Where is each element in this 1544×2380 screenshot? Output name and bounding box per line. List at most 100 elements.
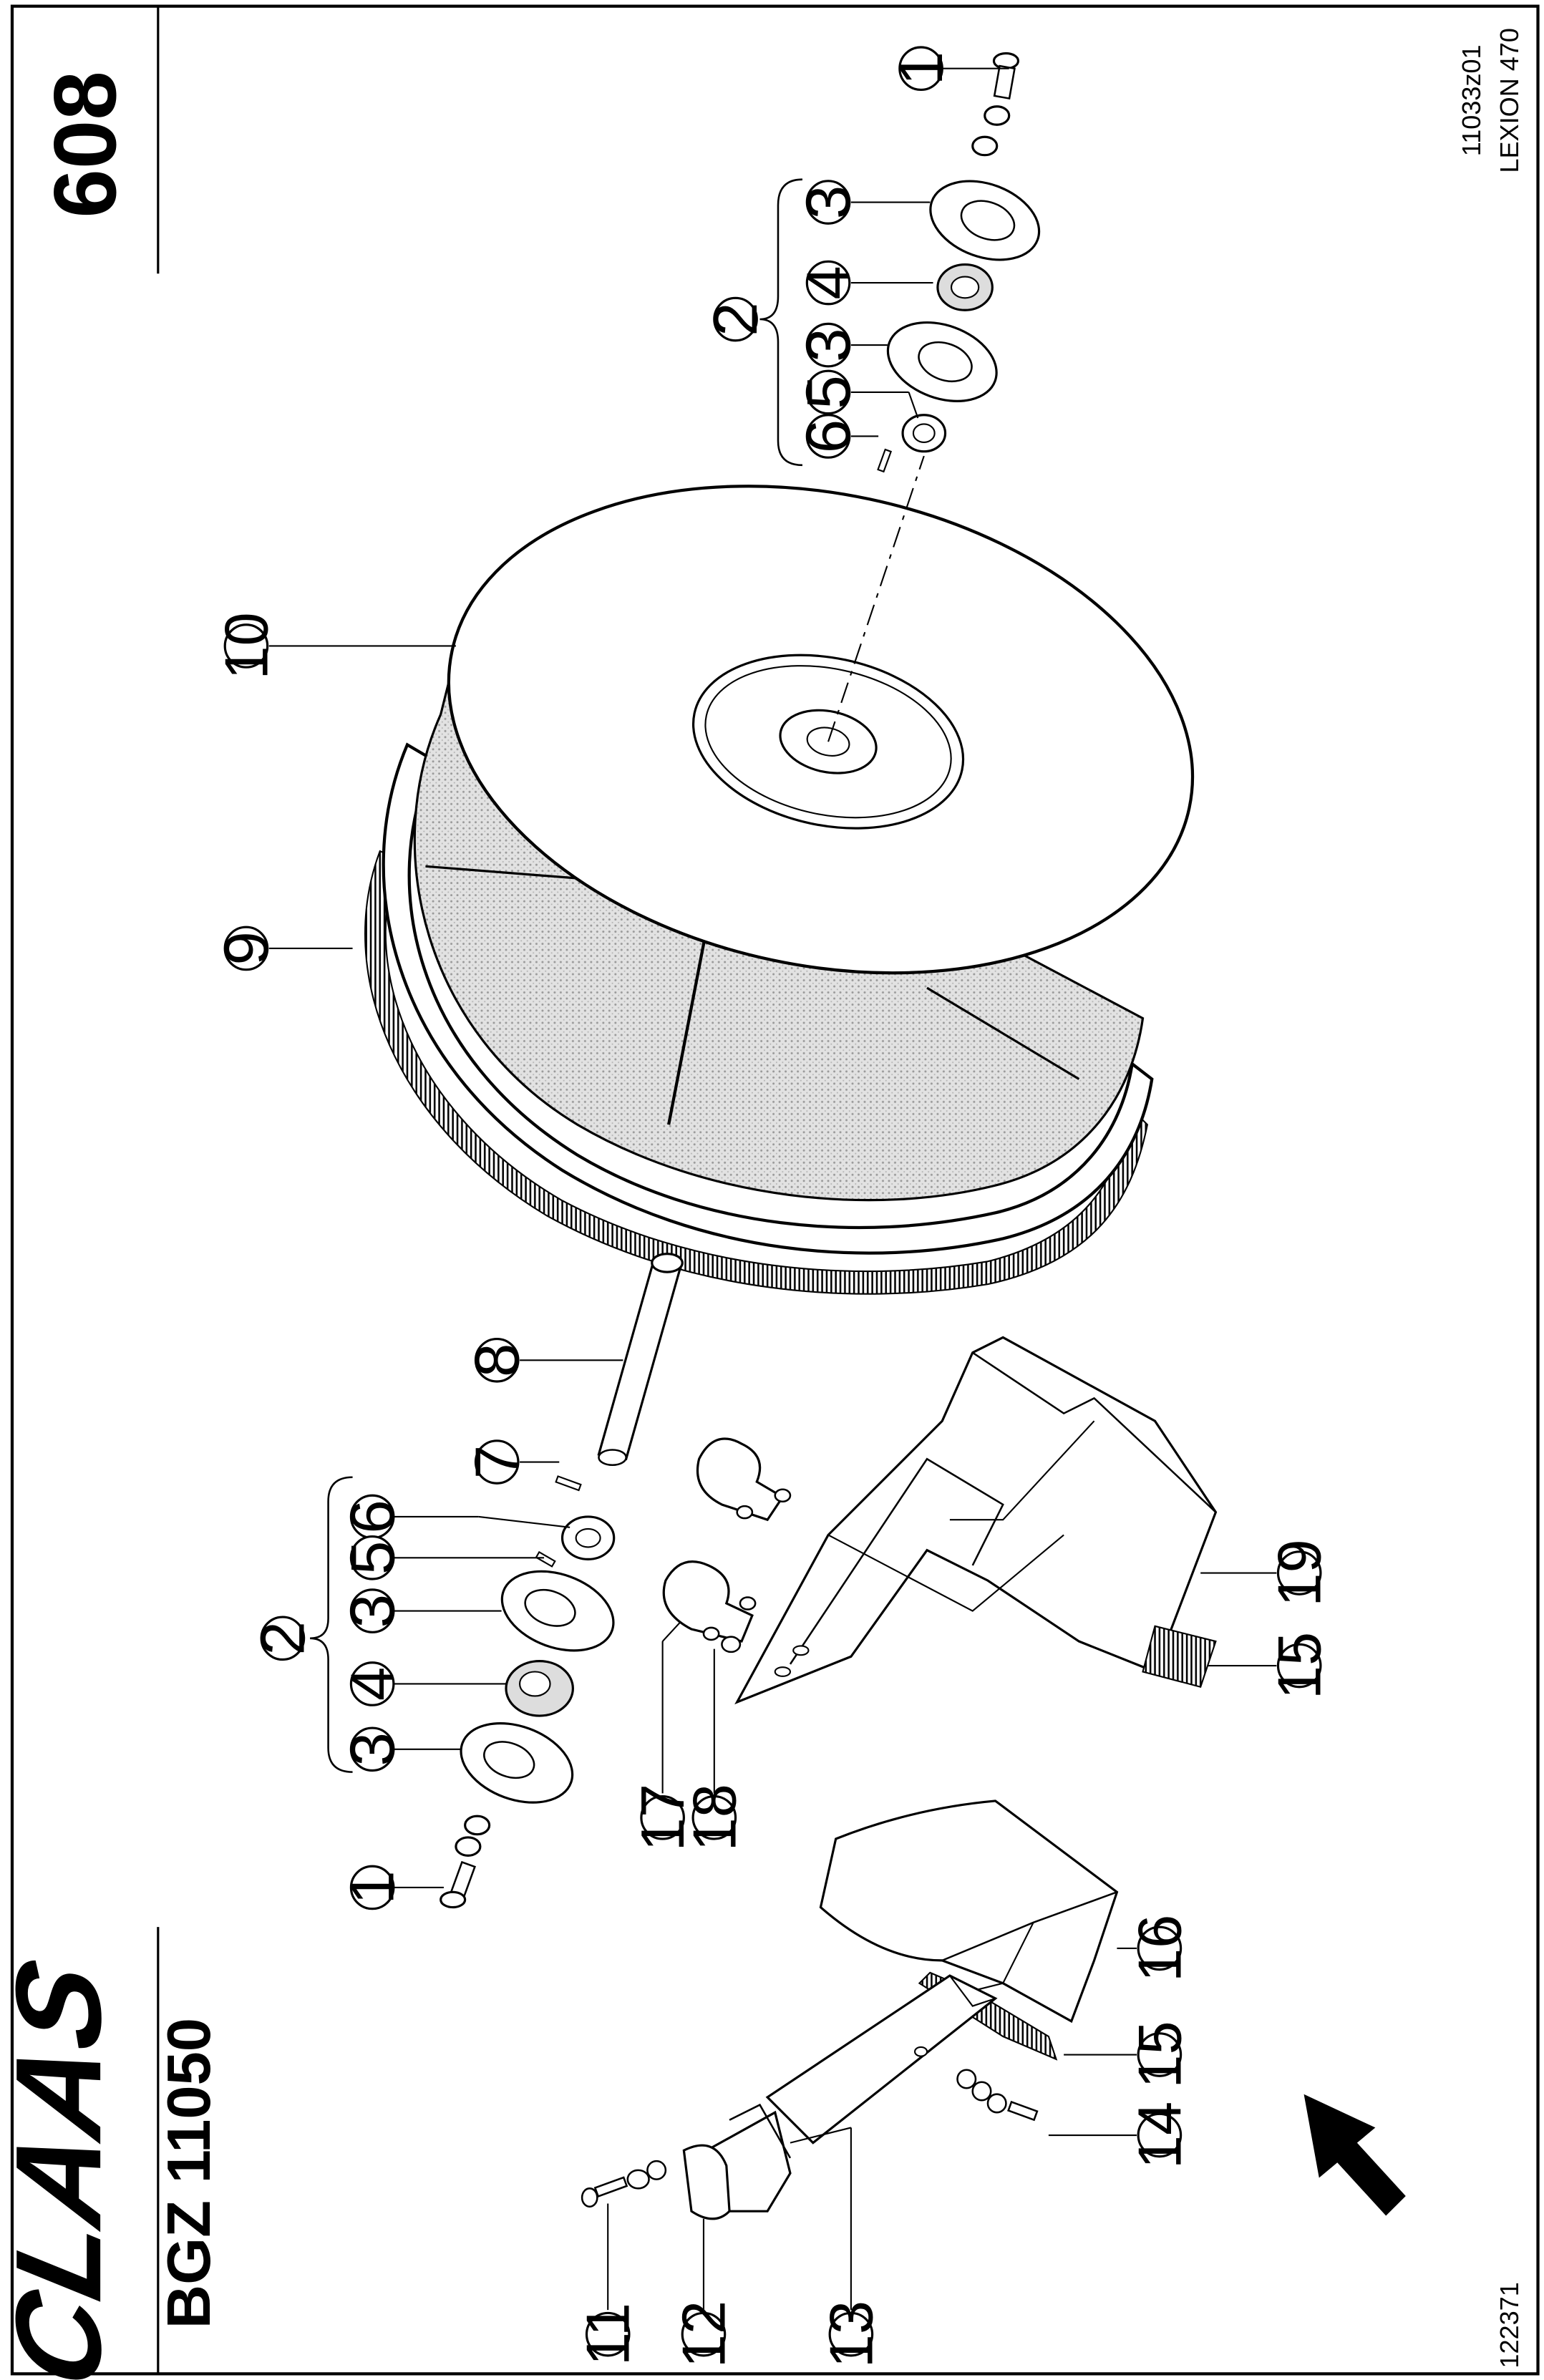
callout-label: 13 xyxy=(817,2301,885,2368)
callout-label: 3 xyxy=(795,328,863,361)
machine-model: LEXION 470 xyxy=(1495,28,1524,173)
callout-label: 4 xyxy=(795,266,863,299)
callout-part-3: 3 xyxy=(795,180,863,225)
callout-part-17: 17 xyxy=(628,1784,696,1851)
brand-logo-text: CLAAS xyxy=(0,1950,127,2380)
callout-label: 2 xyxy=(701,302,769,336)
callout-part-9: 9 xyxy=(212,926,280,971)
callout-label: 7 xyxy=(463,1445,531,1479)
callout-part-19: 19 xyxy=(1266,1539,1334,1606)
callout-label: 3 xyxy=(339,1732,407,1766)
page-number: 608 xyxy=(37,71,135,218)
drum-ring xyxy=(382,742,1154,1255)
pin-icon xyxy=(555,1475,582,1492)
brush-strip-icon xyxy=(1142,1625,1217,1689)
bolt-icon xyxy=(956,2069,1039,2122)
callout-label: 5 xyxy=(795,375,863,409)
machine-model-text: LEXION 470 xyxy=(1495,28,1524,173)
washer-icon xyxy=(455,1815,491,1857)
washer-icon xyxy=(971,105,1011,157)
callout-part-6: 6 xyxy=(339,1494,407,1540)
callout-part-4: 4 xyxy=(795,260,863,306)
axis-line xyxy=(827,455,925,742)
direction-arrow-icon xyxy=(1303,2094,1406,2216)
callout-part-1: 1 xyxy=(887,46,955,92)
callout-label: 1 xyxy=(339,1870,407,1904)
callout-label: 12 xyxy=(669,2301,737,2368)
callout-part-18: 18 xyxy=(680,1784,748,1851)
callout-label: 2 xyxy=(248,1621,316,1655)
image-number-text: 122371 xyxy=(1495,2282,1524,2368)
brush-strip-9 xyxy=(364,850,1149,1295)
image-number: 122371 xyxy=(1495,2282,1524,2368)
pin-icon xyxy=(535,1550,556,1568)
callout-part-7: 7 xyxy=(463,1439,531,1485)
bolt-icon xyxy=(581,2160,667,2208)
locking-collar-icon xyxy=(560,1515,616,1560)
bearing-flange-icon xyxy=(500,1570,615,1652)
leader-lines xyxy=(268,67,1277,2311)
callout-part-8: 8 xyxy=(463,1337,531,1383)
drum-hub-ring-inner xyxy=(704,665,952,819)
bolt-icon xyxy=(440,1860,476,1909)
callout-label: 18 xyxy=(680,1784,748,1851)
callout-label: 15 xyxy=(1125,2021,1193,2088)
brand-logo: CLAAS xyxy=(0,1950,127,2380)
hood-19 xyxy=(734,1336,1218,1705)
callout-label: 9 xyxy=(212,931,280,965)
callout-label: 3 xyxy=(795,185,863,219)
group-bracket xyxy=(310,1476,353,1773)
callout-part-11: 11 xyxy=(574,2303,642,2366)
drum-rib xyxy=(926,986,1080,1080)
callout-label: 4 xyxy=(339,1667,407,1701)
bearing-flange-icon xyxy=(886,321,998,402)
callout-label: 6 xyxy=(339,1500,407,1533)
shaft-icon xyxy=(597,1253,684,1467)
sheet-border xyxy=(10,4,1540,2376)
drum-hub-bore xyxy=(806,727,850,757)
callout-part-15: 15 xyxy=(1125,2021,1193,2088)
callout-part-16: 16 xyxy=(1125,1915,1193,1982)
locking-collar-icon xyxy=(901,414,947,453)
pin-icon xyxy=(877,448,893,473)
drum-icon xyxy=(364,485,1195,1295)
callout-part-4: 4 xyxy=(339,1661,407,1706)
callout-label: 16 xyxy=(1125,1915,1193,1982)
ball-bearing-icon xyxy=(505,1660,574,1717)
callout-part-6: 6 xyxy=(795,414,863,459)
assembly-code-text: BGZ 11050 xyxy=(155,2018,223,2328)
drum-hub xyxy=(779,709,878,774)
callout-part-2: 2 xyxy=(248,1616,316,1661)
callout-label: 5 xyxy=(339,1541,407,1575)
callout-part-2: 2 xyxy=(701,296,769,342)
drawing-code-text: 11033z01 xyxy=(1457,44,1486,156)
drawing-code: 11033z01 xyxy=(1457,44,1486,156)
callout-part-3: 3 xyxy=(339,1726,407,1772)
callout-part-5: 5 xyxy=(795,369,863,415)
callout-label: 11 xyxy=(574,2303,642,2366)
callout-label: 1 xyxy=(887,52,955,85)
drum-end-plate xyxy=(447,485,1195,975)
callout-part-14: 14 xyxy=(1125,2102,1193,2169)
callout-part-3: 3 xyxy=(339,1588,407,1633)
hood-16 xyxy=(819,1799,1119,2024)
callout-label: 10 xyxy=(212,612,280,679)
callout-part-12: 12 xyxy=(669,2301,737,2368)
callout-part-10: 10 xyxy=(212,612,280,679)
callout-label: 19 xyxy=(1266,1539,1334,1606)
callout-part-15: 15 xyxy=(1266,1632,1334,1699)
clamp-icon xyxy=(682,2144,731,2220)
page-number-text: 608 xyxy=(37,71,135,218)
group-bracket xyxy=(759,178,802,467)
callout-label: 14 xyxy=(1125,2102,1193,2169)
callout-part-5: 5 xyxy=(339,1535,407,1580)
ball-bearing-icon xyxy=(936,263,994,311)
clamp-icon xyxy=(696,1437,792,1522)
callout-label: 17 xyxy=(628,1784,696,1851)
callout-label: 15 xyxy=(1266,1632,1334,1699)
callout-label: 3 xyxy=(339,1594,407,1628)
callout-part-13: 13 xyxy=(817,2301,885,2368)
drum-hub-ring xyxy=(691,654,965,830)
callout-part-1: 1 xyxy=(339,1865,407,1910)
